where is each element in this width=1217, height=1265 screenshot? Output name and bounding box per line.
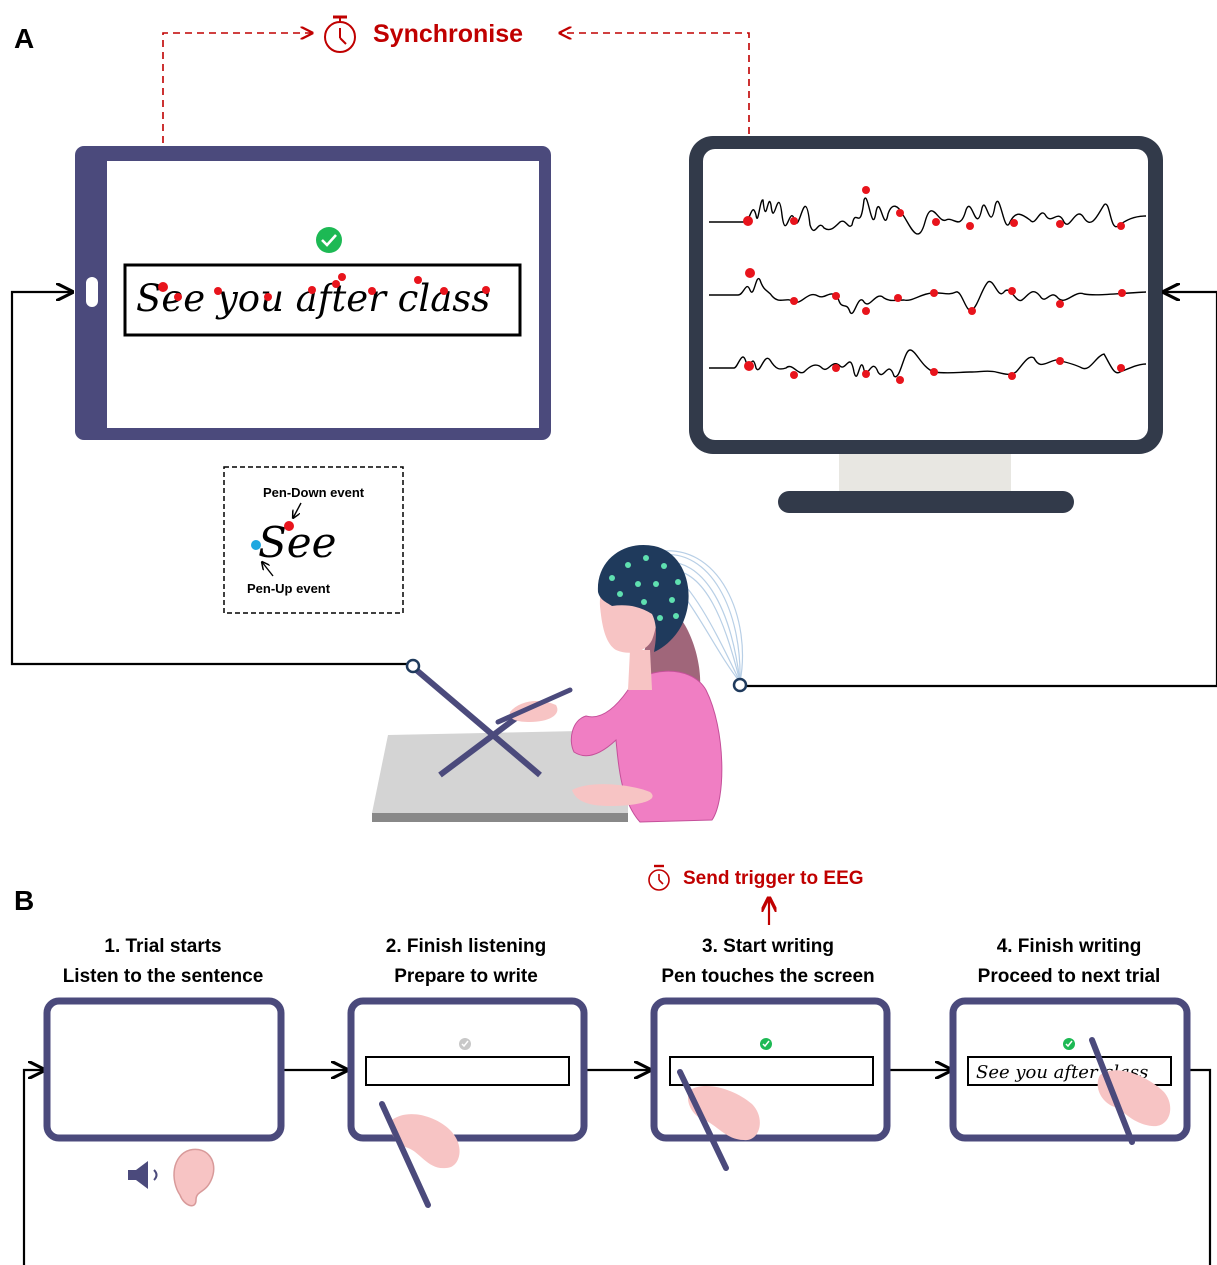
check-icon: [316, 227, 342, 253]
cap-electrodes: [609, 555, 681, 621]
step-4-subtitle: Proceed to next trial: [978, 966, 1161, 987]
eeg-cap: [597, 544, 689, 652]
stopwatch-icon: [324, 15, 356, 53]
tablet: See you after class: [75, 146, 551, 440]
legend-word: See: [258, 518, 336, 567]
stylus-step-4: [1089, 1037, 1135, 1145]
hand-step-3: [687, 1085, 760, 1141]
eeg-cable-node: [732, 677, 748, 693]
step-3-title: 3. Start writing: [702, 936, 834, 957]
stylus-step-2: [379, 1101, 431, 1208]
trigger-stopwatch-icon: [648, 864, 670, 891]
pen-up-label: Pen-Up event: [247, 581, 331, 596]
step-4-tablet: See you after class: [949, 997, 1191, 1145]
step-2-title: 2. Finish listening: [386, 936, 546, 957]
pen-up-dot: [251, 540, 261, 550]
step-2-subtitle: Prepare to write: [394, 966, 538, 987]
hand-step-4: [1097, 1070, 1171, 1127]
pen-down-dot: [284, 521, 294, 531]
step-3-subtitle: Pen touches the screen: [661, 966, 874, 987]
stylus: [495, 687, 573, 725]
event-legend: Pen-Down event See Pen-Up event: [223, 466, 404, 614]
step-1-title: 1. Trial starts: [104, 936, 221, 957]
eeg-event-markers: [743, 186, 1126, 384]
writing-box: [123, 263, 522, 337]
pen-down-markers: [158, 273, 490, 301]
step-2-tablet: [347, 997, 588, 1208]
tablet-cable-node: [405, 658, 421, 674]
step-3-tablet: [650, 997, 891, 1171]
speaker-icon: [128, 1161, 158, 1189]
step-titles: 1. Trial starts Listen to the sentence 2…: [63, 936, 1161, 987]
sweater: [570, 670, 723, 823]
writing-hand: [509, 700, 558, 722]
step-1-tablet: [43, 997, 285, 1207]
panel-b-label: B: [14, 885, 34, 916]
connection-lines: [10, 292, 1217, 688]
neck: [628, 650, 652, 690]
tablet-sentence: See you after class: [136, 277, 490, 320]
flow-arrows: [22, 1070, 1212, 1265]
pen-down-label: Pen-Down event: [263, 485, 365, 500]
eeg-monitor: [689, 136, 1163, 513]
ear-icon: [173, 1148, 215, 1207]
step-1-subtitle: Listen to the sentence: [63, 966, 264, 987]
stylus-step-3: [677, 1069, 729, 1171]
trigger-label: Send trigger to EEG: [683, 868, 864, 889]
step-4-title: 4. Finish writing: [997, 936, 1142, 957]
panel-a-label: A: [14, 23, 34, 54]
forearm: [572, 784, 653, 806]
sync-label: Synchronise: [373, 20, 523, 48]
hand-step-2: [390, 1114, 460, 1169]
participant-illustration: [372, 544, 748, 823]
